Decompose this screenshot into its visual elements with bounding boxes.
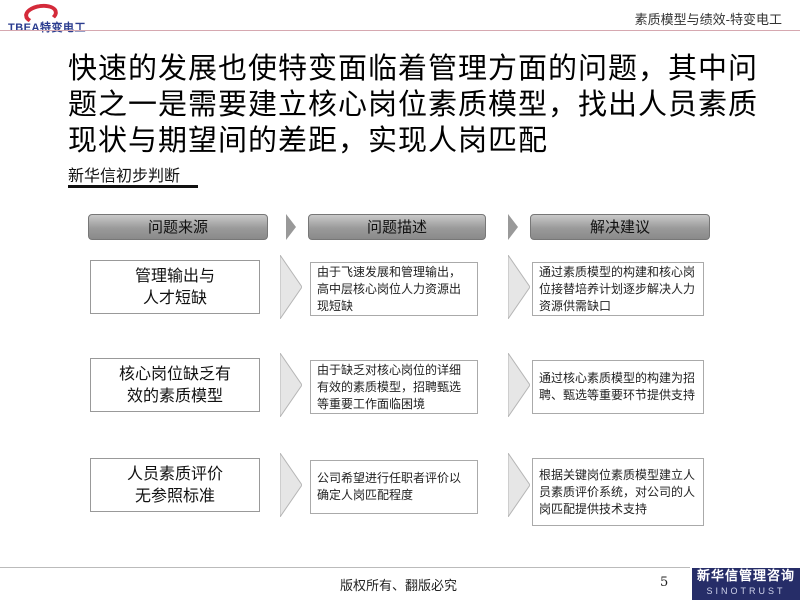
row-arrow-icon (280, 353, 302, 417)
header-arrow-1 (286, 214, 296, 240)
row-arrow-icon (280, 453, 302, 517)
column-header-source: 问题来源 (88, 214, 268, 240)
row-arrow-icon (508, 255, 530, 319)
row-arrow-icon (280, 255, 302, 319)
description-text: 由于飞速发展和管理输出，高中层核心岗位人力资源出现短缺 (317, 264, 462, 313)
suggestion-box-1: 通过素质模型的构建和核心岗位接替培养计划逐步解决人力资源供需缺口 (532, 262, 704, 316)
source-text-line1: 管理输出与 (134, 266, 215, 285)
tbea-logo: TBEA特变电工 (6, 1, 116, 34)
description-box-3: 公司希望进行任职者评价以确定人岗匹配程度 (310, 460, 478, 514)
logo-en-text: SINOTRUST (706, 586, 786, 596)
description-box-1: 由于飞速发展和管理输出，高中层核心岗位人力资源出现短缺 (310, 262, 478, 316)
footer-divider (0, 567, 690, 568)
source-text-line2: 人才短缺 (142, 288, 207, 307)
suggestion-text: 通过素质模型的构建和核心岗位接替培养计划逐步解决人力资源供需缺口 (539, 264, 696, 313)
section-subtitle: 新华信初步判断 (68, 166, 181, 185)
subtitle-underline (68, 185, 198, 188)
source-box-2: 核心岗位缺乏有 效的素质模型 (90, 358, 260, 412)
source-text-line2: 无参照标准 (134, 486, 215, 505)
source-text-line1: 人员素质评价 (126, 464, 223, 483)
suggestion-text: 通过核心素质模型的构建为招聘、甄选等重要环节提供支持 (539, 371, 696, 402)
source-text-line1: 核心岗位缺乏有 (118, 364, 231, 383)
suggestion-text: 根据关键岗位素质模型建立人员素质评价系统，对公司的人岗匹配提供技术支持 (539, 467, 696, 516)
column-header-suggestion: 解决建议 (530, 214, 710, 240)
top-bar: TBEA特变电工 素质模型与绩效-特变电工 (0, 0, 800, 36)
header-title: 素质模型与绩效-特变电工 (634, 13, 782, 28)
source-text-line2: 效的素质模型 (126, 386, 223, 405)
header-arrow-2 (508, 214, 518, 240)
description-text: 公司希望进行任职者评价以确定人岗匹配程度 (317, 471, 462, 502)
sinotrust-logo: 新华信管理咨询 SINOTRUST (692, 568, 800, 600)
footer-copyright: 版权所有、翻版必究 (340, 579, 458, 594)
row-arrow-icon (508, 453, 530, 517)
column-header-description: 问题描述 (308, 214, 486, 240)
page-number: 5 (660, 575, 669, 590)
suggestion-box-2: 通过核心素质模型的构建为招聘、甄选等重要环节提供支持 (532, 360, 704, 414)
suggestion-box-3: 根据关键岗位素质模型建立人员素质评价系统，对公司的人岗匹配提供技术支持 (532, 458, 704, 526)
source-box-3: 人员素质评价 无参照标准 (90, 458, 260, 512)
description-box-2: 由于缺乏对核心岗位的详细有效的素质模型，招聘甄选等重要工作面临困境 (310, 360, 478, 414)
header-divider (0, 30, 800, 31)
logo-cn-text: 新华信管理咨询 (696, 569, 795, 584)
logo-text: TBEA特变电工 (8, 22, 86, 34)
source-box-1: 管理输出与 人才短缺 (90, 260, 260, 314)
page-headline: 快速的发展也使特变面临着管理方面的问题，其中问题之一是需要建立核心岗位素质模型，… (68, 51, 759, 157)
description-text: 由于缺乏对核心岗位的详细有效的素质模型，招聘甄选等重要工作面临困境 (317, 362, 462, 411)
row-arrow-icon (508, 353, 530, 417)
